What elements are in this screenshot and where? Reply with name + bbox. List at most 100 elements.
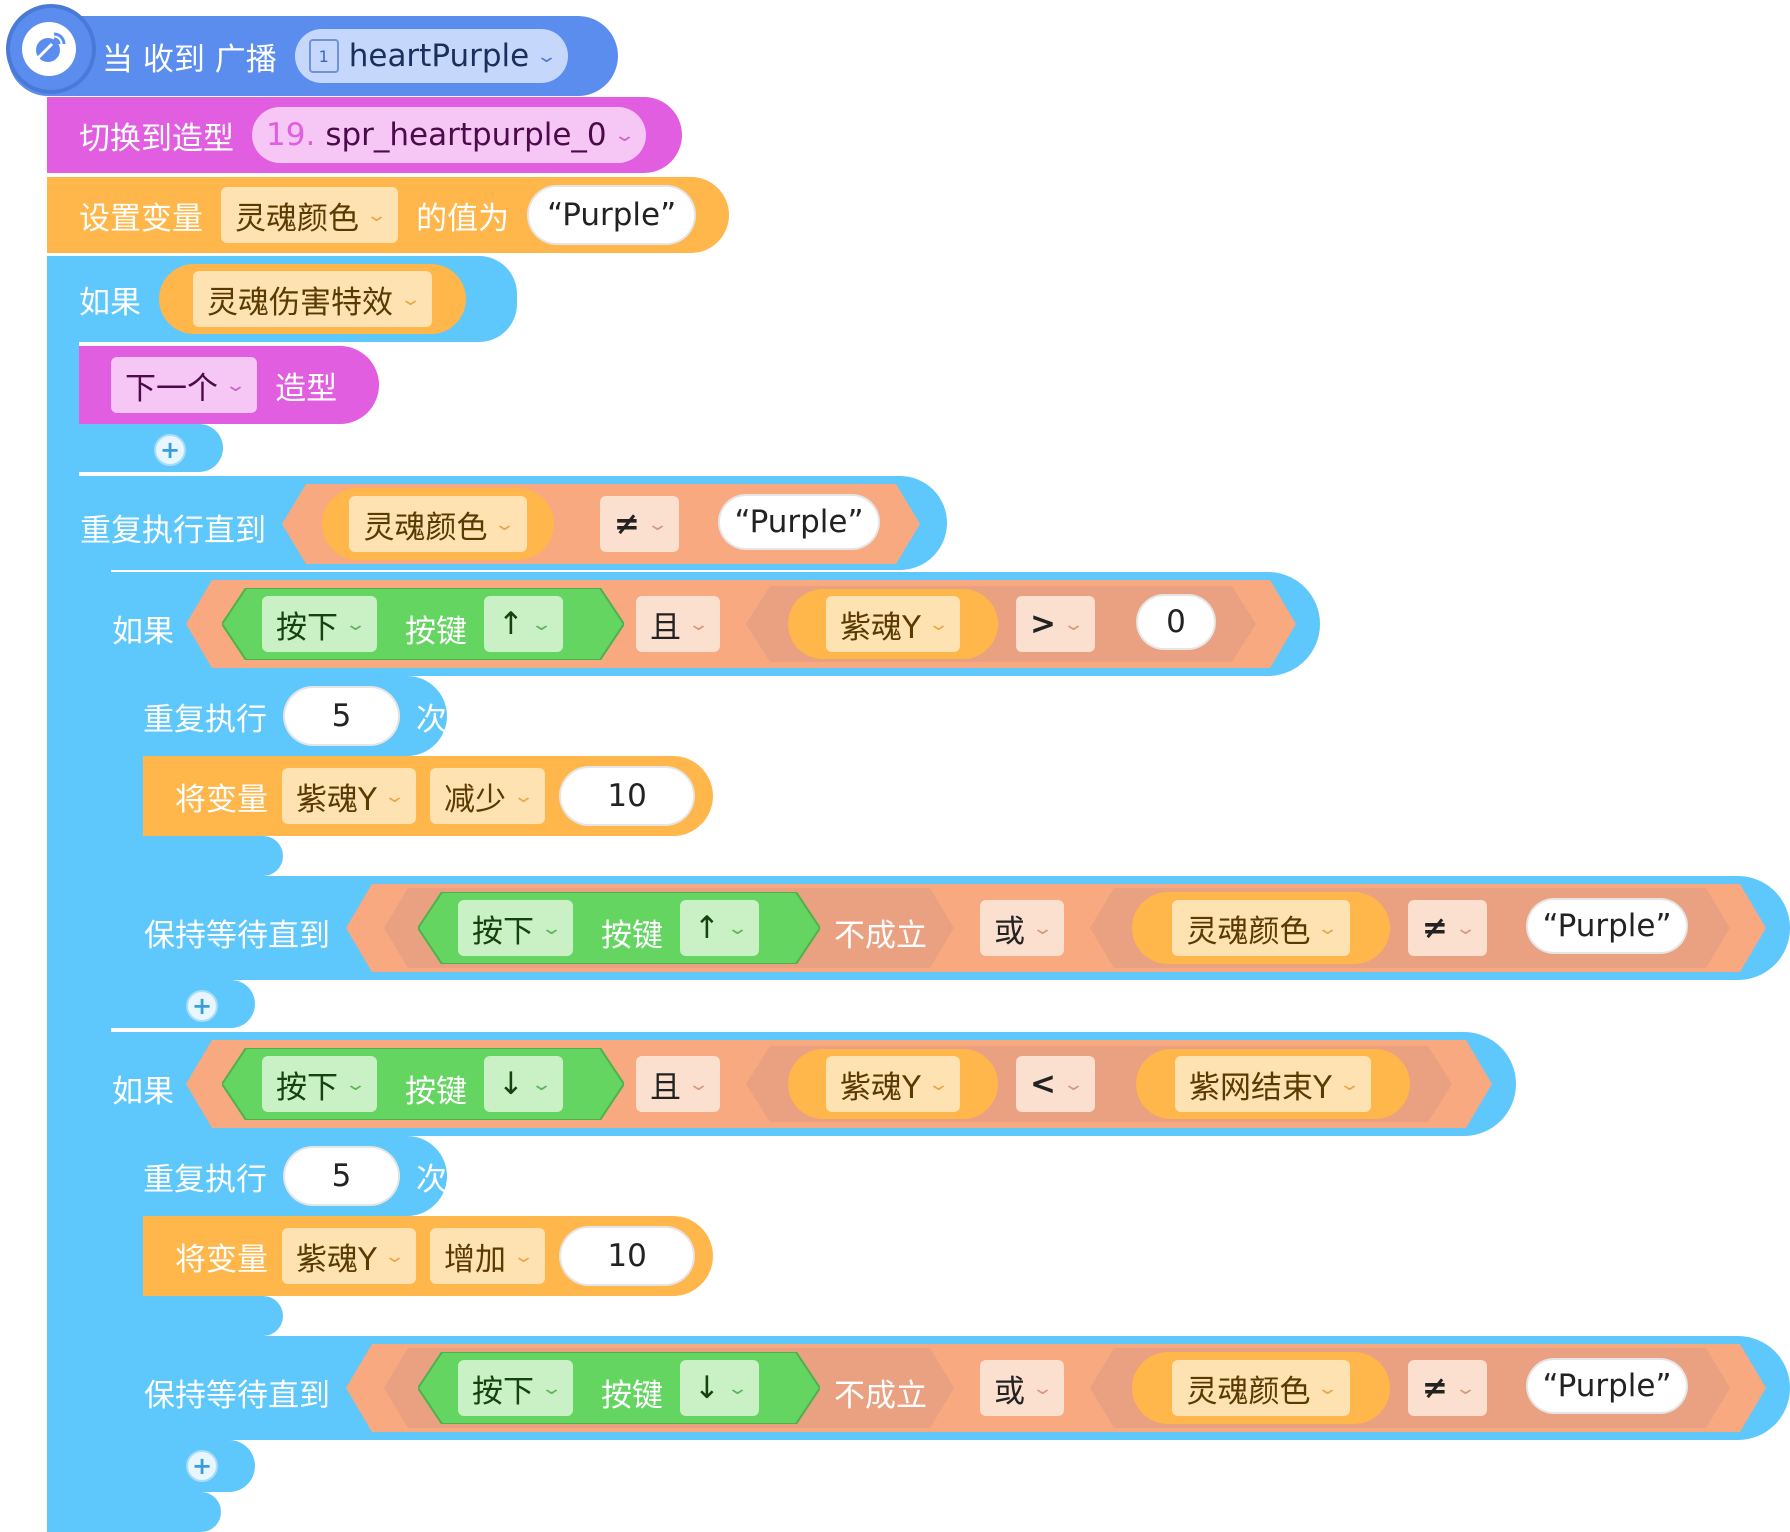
- chevron-down-icon: ⌄: [1338, 1073, 1361, 1095]
- change-variable-block-up[interactable]: 将变量 紫魂Y ⌄ 减少 ⌄ 10: [143, 756, 713, 836]
- variable-name: 紫魂Y: [296, 781, 377, 818]
- action-dropdown[interactable]: 减少 ⌄: [430, 768, 546, 824]
- chevron-down-icon: ⌄: [726, 1377, 749, 1399]
- condition-variable-dropdown[interactable]: 灵魂颜色 ⌄: [349, 496, 527, 552]
- operator-dropdown[interactable]: < ⌄: [1016, 1056, 1096, 1112]
- repeat-count-input[interactable]: 5: [283, 686, 400, 746]
- action-dropdown[interactable]: 增加 ⌄: [430, 1228, 546, 1284]
- set-variable-label: 设置变量: [79, 200, 203, 237]
- next-costume-dropdown[interactable]: 下一个 ⌄: [111, 357, 258, 413]
- if-label: 如果: [112, 614, 174, 650]
- condition-variable-name: 灵魂伤害特效: [207, 284, 393, 321]
- press-dropdown[interactable]: 按下 ⌄: [458, 900, 574, 956]
- broadcast-receive-icon: [22, 22, 76, 76]
- chevron-down-icon: ⌄: [399, 288, 422, 310]
- chevron-down-icon: ⌄: [530, 1073, 553, 1095]
- repeat-count-input[interactable]: 5: [283, 1146, 400, 1206]
- variable-reporter[interactable]: 灵魂颜色 ⌄: [1132, 892, 1390, 964]
- variable-dropdown[interactable]: 紫魂Y ⌄: [825, 1056, 961, 1112]
- repeat-times-block-down[interactable]: 重复执行 5 次: [111, 1136, 447, 1216]
- key-up-icon: ↑: [498, 606, 524, 642]
- add-block-button[interactable]: +: [186, 1450, 218, 1482]
- chevron-down-icon: ⌄: [530, 613, 553, 635]
- change-value-input[interactable]: 10: [559, 766, 696, 826]
- chevron-down-icon: ⌄: [540, 917, 563, 939]
- logic-dropdown[interactable]: 或 ⌄: [980, 900, 1065, 956]
- key-dropdown[interactable]: ↓ ⌄: [484, 1056, 564, 1112]
- comparison-value-input[interactable]: “Purple”: [718, 494, 880, 550]
- comparison-value-input[interactable]: 0: [1136, 594, 1216, 650]
- operator-dropdown[interactable]: ≠ ⌄: [600, 496, 680, 552]
- operator-dropdown[interactable]: > ⌄: [1016, 596, 1096, 652]
- operator-symbol: <: [1030, 1066, 1056, 1102]
- costume-dropdown[interactable]: 19. spr_heartpurple_0 ⌄: [252, 107, 646, 163]
- variable-dropdown[interactable]: 紫魂Y ⌄: [282, 1228, 417, 1284]
- condition-variable-reporter[interactable]: 灵魂颜色 ⌄: [322, 488, 554, 560]
- broadcast-name: heartPurple: [348, 38, 530, 74]
- press-label: 按下: [472, 913, 534, 950]
- variable-dropdown[interactable]: 紫魂Y ⌄: [282, 768, 417, 824]
- key-down-icon: ↓: [694, 1370, 720, 1406]
- press-dropdown[interactable]: 按下 ⌄: [262, 596, 378, 652]
- variable-name: 灵魂颜色: [235, 200, 359, 237]
- wait-until-label: 保持等待直到: [144, 1378, 330, 1414]
- logic-dropdown[interactable]: 且 ⌄: [636, 1056, 721, 1112]
- chevron-down-icon: ⌄: [927, 1073, 950, 1095]
- comparison-value-input[interactable]: “Purple”: [1526, 898, 1688, 954]
- change-variable-block-down[interactable]: 将变量 紫魂Y ⌄ 增加 ⌄ 10: [143, 1216, 713, 1296]
- wait-until-label: 保持等待直到: [144, 918, 330, 954]
- key-dropdown[interactable]: ↑ ⌄: [680, 900, 760, 956]
- operator-symbol: ≠: [614, 506, 640, 542]
- change-value-input[interactable]: 10: [559, 1226, 696, 1286]
- key-dropdown[interactable]: ↓ ⌄: [680, 1360, 760, 1416]
- switch-costume-block[interactable]: 切换到造型 19. spr_heartpurple_0 ⌄: [47, 97, 682, 173]
- if-up-foot: [79, 980, 255, 1028]
- press-label: 按下: [276, 609, 338, 646]
- key-dropdown[interactable]: ↑ ⌄: [484, 596, 564, 652]
- end-y-reporter[interactable]: 紫网结束Y ⌄: [1136, 1049, 1410, 1119]
- operator-symbol: ≠: [1422, 1370, 1448, 1406]
- chevron-down-icon: ⌄: [1316, 917, 1340, 939]
- if-block-soul-effect[interactable]: 如果 灵魂伤害特效 ⌄: [47, 256, 517, 342]
- press-dropdown[interactable]: 按下 ⌄: [458, 1360, 574, 1416]
- comparison-value-input[interactable]: “Purple”: [1526, 1358, 1688, 1414]
- condition-reporter[interactable]: 灵魂伤害特效 ⌄: [159, 264, 467, 334]
- variable-reporter[interactable]: 灵魂颜色 ⌄: [1132, 1352, 1390, 1424]
- chevron-down-icon: ⌄: [493, 513, 517, 535]
- variable-reporter[interactable]: 紫魂Y ⌄: [788, 1049, 998, 1119]
- change-variable-label: 将变量: [175, 781, 268, 818]
- chevron-down-icon: ⌄: [687, 613, 710, 635]
- end-y-variable-dropdown[interactable]: 紫网结束Y ⌄: [1174, 1056, 1372, 1112]
- next-costume-block[interactable]: 下一个 ⌄ 造型: [79, 346, 379, 424]
- logic-dropdown[interactable]: 且 ⌄: [636, 596, 721, 652]
- chevron-down-icon: ⌄: [646, 513, 669, 535]
- value-input[interactable]: “Purple”: [527, 185, 697, 245]
- chevron-down-icon: ⌄: [726, 917, 749, 939]
- operator-dropdown[interactable]: ≠ ⌄: [1408, 900, 1488, 956]
- variable-name: 灵魂颜色: [1186, 1373, 1311, 1410]
- variable-dropdown[interactable]: 灵魂颜色 ⌄: [1172, 1360, 1350, 1416]
- variable-reporter[interactable]: 紫魂Y ⌄: [788, 589, 998, 659]
- next-costume-label: 造型: [275, 370, 338, 407]
- condition-variable-dropdown[interactable]: 灵魂伤害特效 ⌄: [193, 271, 433, 327]
- variable-dropdown[interactable]: 灵魂颜色 ⌄: [1172, 900, 1350, 956]
- variable-dropdown[interactable]: 紫魂Y ⌄: [825, 596, 961, 652]
- press-label: 按下: [472, 1373, 534, 1410]
- broadcast-dropdown[interactable]: 1 heartPurple ⌄: [294, 29, 569, 83]
- add-block-button[interactable]: +: [186, 990, 218, 1022]
- operator-dropdown[interactable]: ≠ ⌄: [1408, 1360, 1488, 1416]
- not-label: 不成立: [834, 1378, 927, 1414]
- set-variable-block[interactable]: 设置变量 灵魂颜色 ⌄ 的值为 “Purple”: [47, 177, 729, 253]
- key-label: 按键: [405, 1074, 467, 1110]
- repeat-times-block-up[interactable]: 重复执行 5 次: [111, 676, 447, 756]
- variable-dropdown[interactable]: 灵魂颜色 ⌄: [221, 187, 399, 243]
- chevron-down-icon: ⌄: [927, 613, 950, 635]
- chevron-down-icon: ⌄: [1316, 1377, 1340, 1399]
- press-dropdown[interactable]: 按下 ⌄: [262, 1056, 378, 1112]
- variable-name: 紫魂Y: [839, 1069, 921, 1106]
- repeat-times-label: 次: [416, 701, 447, 738]
- logic-dropdown[interactable]: 或 ⌄: [980, 1360, 1065, 1416]
- repeat-up-inner-spine: [111, 754, 143, 838]
- logic-and-label: 且: [650, 1069, 681, 1106]
- add-block-button[interactable]: +: [154, 434, 186, 466]
